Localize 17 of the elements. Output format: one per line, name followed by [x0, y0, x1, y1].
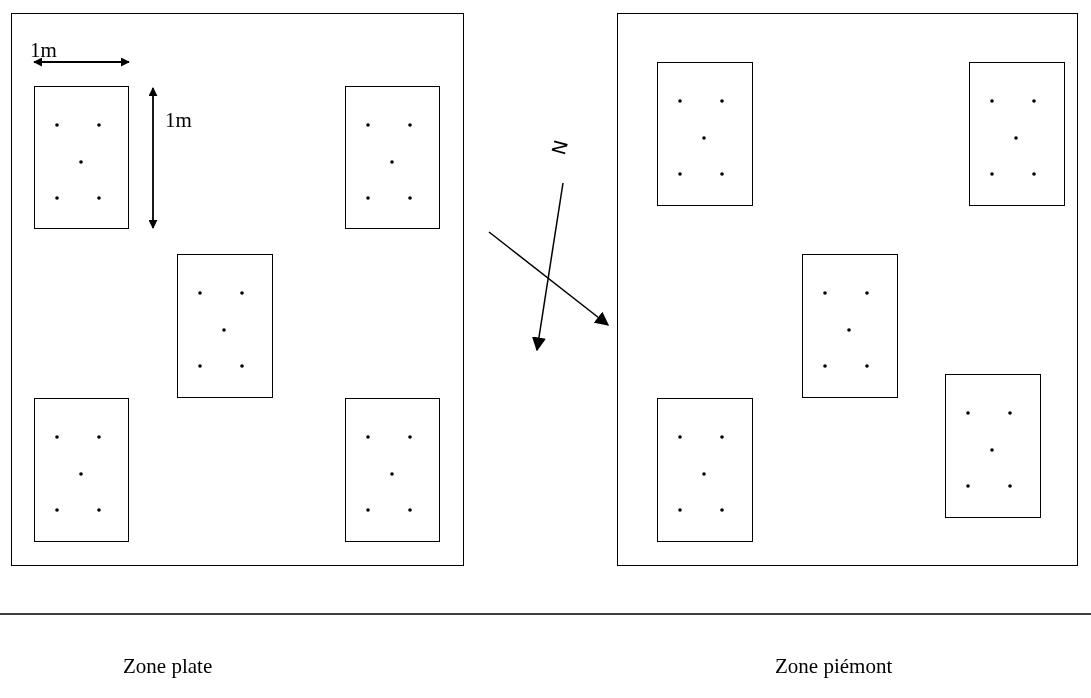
zone-caption: Zone piémont [775, 656, 893, 677]
dimension-label: 1m [30, 40, 57, 61]
study-zone-frame [617, 13, 1078, 566]
zone-caption: Zone plate [123, 656, 213, 677]
sample-plot [944, 373, 1041, 518]
study-zone-frame [11, 13, 464, 566]
sample-plot [656, 397, 753, 542]
north-label: N [549, 138, 572, 157]
sample-plot [176, 253, 273, 398]
sample-plot [33, 397, 129, 542]
sample-plot [656, 61, 753, 206]
sample-plot [344, 85, 440, 229]
sample-plot [801, 253, 898, 398]
dimension-label: 1m [165, 110, 192, 131]
sample-plot [33, 85, 129, 229]
sample-plot [968, 61, 1065, 206]
sample-plot [344, 397, 440, 542]
